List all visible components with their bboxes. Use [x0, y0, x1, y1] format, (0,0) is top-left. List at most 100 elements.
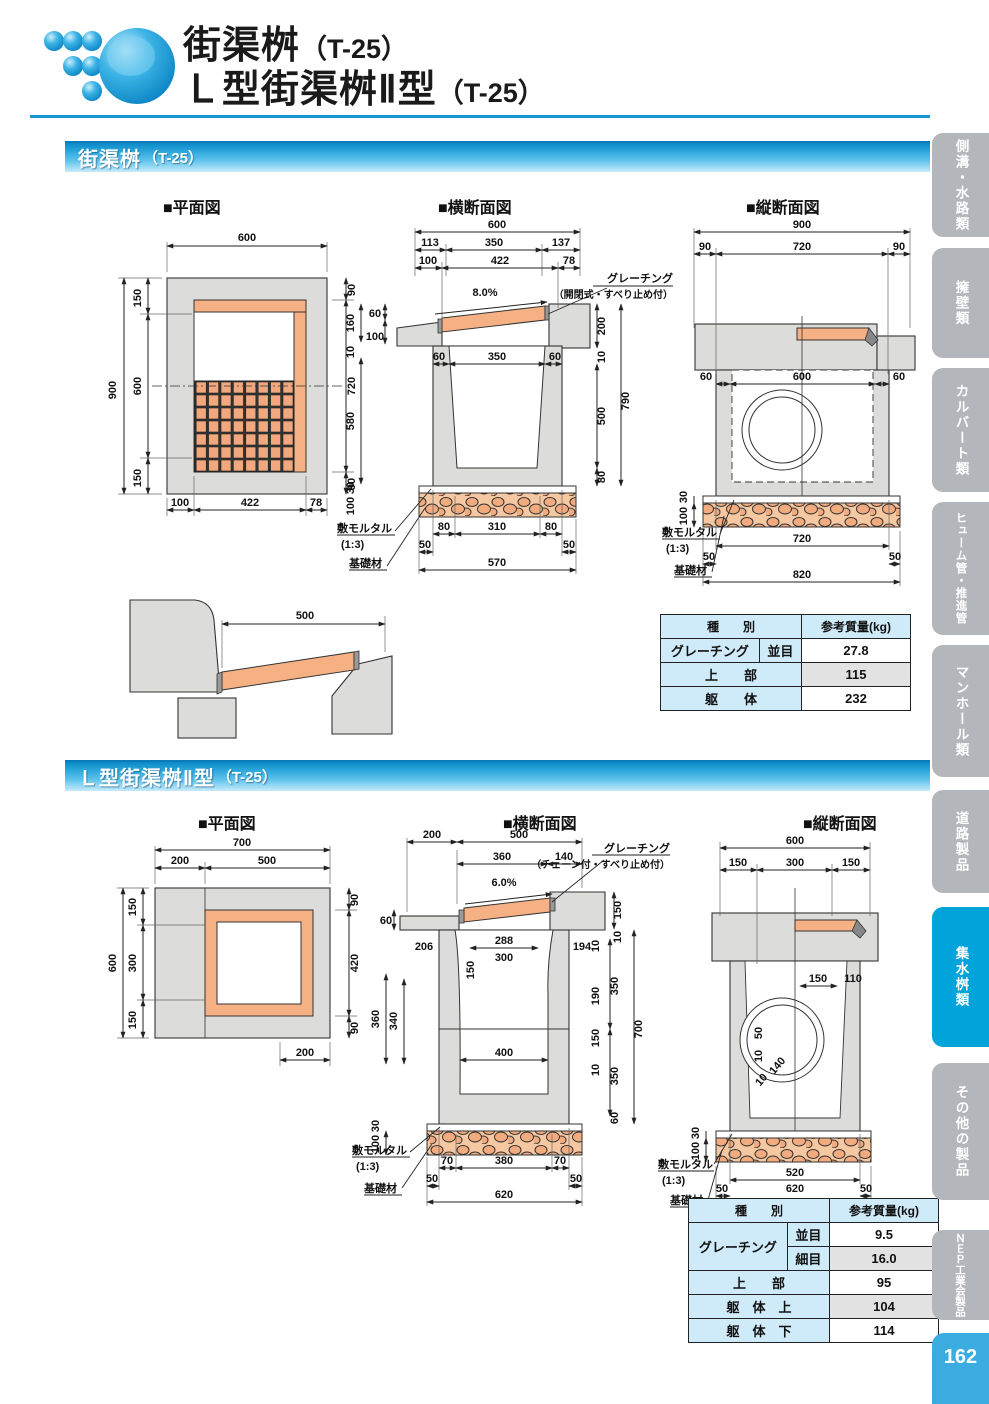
dim-label: 150 [590, 1029, 602, 1047]
grating-callout: グレーチング [604, 841, 670, 855]
dim-label: 520 [786, 1167, 804, 1179]
base-gravel-layer [418, 492, 577, 518]
dim-label: 422 [241, 497, 259, 509]
dim-label: 600 [793, 371, 811, 383]
sidebar-tab-catch-basins-active[interactable]: 集水桝類 [932, 907, 989, 1047]
mortar-layer [715, 1130, 872, 1139]
dim-label: 300 [786, 857, 804, 869]
dim-label: 50 [570, 1173, 582, 1185]
sidebar-tab-manholes[interactable]: マンホール類 [932, 645, 989, 777]
s1-grating-detail-drawing: 500 [129, 599, 393, 739]
s2-cross-section-drawing: 200 500 360 140 6.0% グレーチング （チェーン付・すべり止め… [352, 829, 670, 1206]
row-label: 上 部 [660, 662, 802, 687]
title-divider-rule [30, 115, 930, 118]
dim-label: 100 [678, 507, 690, 525]
sidebar-tab-gutters[interactable]: 側溝・水路類 [932, 133, 989, 237]
mortar-label: 敷モルタル [658, 1157, 713, 1171]
dim-label: 90 [346, 478, 358, 490]
dim-label: 700 [633, 1020, 645, 1038]
table-row: 躯 体 下 114 [688, 1318, 939, 1343]
slope-label: 8.0% [472, 287, 497, 299]
grating-section [441, 305, 546, 333]
section1-heading-bar: 街渠桝 （T-25） [65, 141, 930, 172]
dim-label: 10 [612, 931, 624, 943]
dim-label: 50 [563, 539, 575, 551]
dim-label: 150 [842, 857, 860, 869]
dim-label: 50 [426, 1173, 438, 1185]
dim-label: 350 [609, 1067, 621, 1085]
dim-label: 70 [441, 1155, 453, 1167]
s2-weight-table: 種 別 参考質量(kg) グレーチング 並目 9.5 細目 16.0 上 部 9… [688, 1198, 939, 1343]
sidebar-tab-label: マンホール類 [953, 664, 969, 758]
page-title-line2: Ｌ型街渠桝Ⅱ型（T-25） [183, 58, 545, 113]
sidebar-tab-label: ＮＥＰ工業会製品 [954, 1233, 966, 1317]
dim-label: 78 [563, 255, 575, 267]
mortar-layer [418, 485, 577, 494]
dim-label: 30 [678, 491, 690, 503]
dim-label: 580 [345, 412, 357, 430]
dim-label: 80 [596, 471, 608, 483]
mortar-layer [702, 495, 901, 504]
section2-heading-suffix: （T-25） [216, 769, 277, 786]
dim-label: 110 [844, 973, 862, 985]
sidebar-tab-road-products[interactable]: 道路製品 [932, 790, 989, 893]
dim-label: 30 [370, 1120, 382, 1132]
dim-label: 900 [793, 219, 811, 231]
dim-label: 500 [296, 610, 314, 622]
sidebar-tab-label: 擁壁類 [953, 279, 969, 327]
row-label: 躯 体 下 [688, 1318, 830, 1343]
col-header-type: 種 別 [688, 1198, 830, 1223]
mortar-layer [426, 1123, 583, 1132]
row-value: 16.0 [829, 1246, 939, 1271]
s2-plan-view-label: ■平面図 [198, 816, 256, 833]
dim-label: 150 [132, 469, 144, 487]
dim-label: 200 [296, 1047, 314, 1059]
dim-label: 137 [552, 237, 570, 249]
dim-label: 100 [366, 331, 384, 343]
dim-label: 600 [132, 377, 144, 395]
s1-long-view-label: ■縦断面図 [746, 200, 820, 217]
base-gravel-layer [715, 1137, 872, 1163]
title-text: 街渠桝 [183, 25, 301, 67]
dim-label: 900 [107, 381, 119, 399]
grating-grid [194, 380, 295, 473]
sidebar-tab-other-products[interactable]: その他の製品 [932, 1063, 989, 1200]
dim-label: 350 [485, 237, 503, 249]
dim-label: 600 [238, 232, 256, 244]
mortar-ratio-label: (1:3) [662, 1175, 686, 1187]
dim-label: 10 [596, 351, 608, 363]
dim-label: 150 [465, 961, 477, 979]
dim-label: 50 [419, 539, 431, 551]
section2-heading: Ｌ型街渠桝Ⅱ型 [78, 768, 215, 790]
dim-label: 790 [620, 392, 632, 410]
frame-right-band [293, 311, 307, 473]
dim-label: 50 [716, 1183, 728, 1195]
dim-label: 90 [699, 241, 711, 253]
dim-label: 570 [488, 557, 506, 569]
mortar-label: 敷モルタル [352, 1143, 407, 1157]
grating-section [221, 651, 355, 691]
grating-callout: グレーチング [607, 271, 673, 285]
sidebar-tab-label: 側溝・水路類 [953, 138, 969, 232]
dim-label: 70 [554, 1155, 566, 1167]
s1-plan-drawing: 600 900 150 600 150 90 720 90 100 422 78 [107, 232, 358, 516]
s1-cross-section-drawing: 600 113 350 137 100 422 78 8.0% グレーチング （… [337, 219, 673, 574]
sidebar-tab-label: カルバート類 [953, 383, 969, 477]
row-value: 95 [829, 1270, 939, 1295]
dim-label: 100 [171, 497, 189, 509]
row-sublabel: 細目 [786, 1246, 831, 1271]
sidebar-tab-retaining-walls[interactable]: 擁壁類 [932, 248, 989, 358]
sidebar-tab-culverts[interactable]: カルバート類 [932, 368, 989, 492]
mortar-label: 敷モルタル [662, 525, 717, 539]
sidebar-tab-hume-pipes[interactable]: ヒューム管・推進管 [932, 502, 989, 635]
row-label: 上 部 [688, 1270, 830, 1295]
s1-plan-view-label: ■平面図 [163, 200, 221, 217]
base-label: 基礎材 [363, 1181, 397, 1195]
sidebar-tab-nep-products[interactable]: ＮＥＰ工業会製品 [932, 1230, 989, 1320]
sidebar-tab-label: 集水桝類 [953, 946, 969, 1008]
title-suffix: （T-25） [300, 34, 409, 64]
brand-logo-icon [44, 28, 175, 104]
row-label: 躯 体 [660, 686, 802, 711]
mortar-ratio-label: (1:3) [666, 543, 690, 555]
dim-label: 90 [893, 241, 905, 253]
